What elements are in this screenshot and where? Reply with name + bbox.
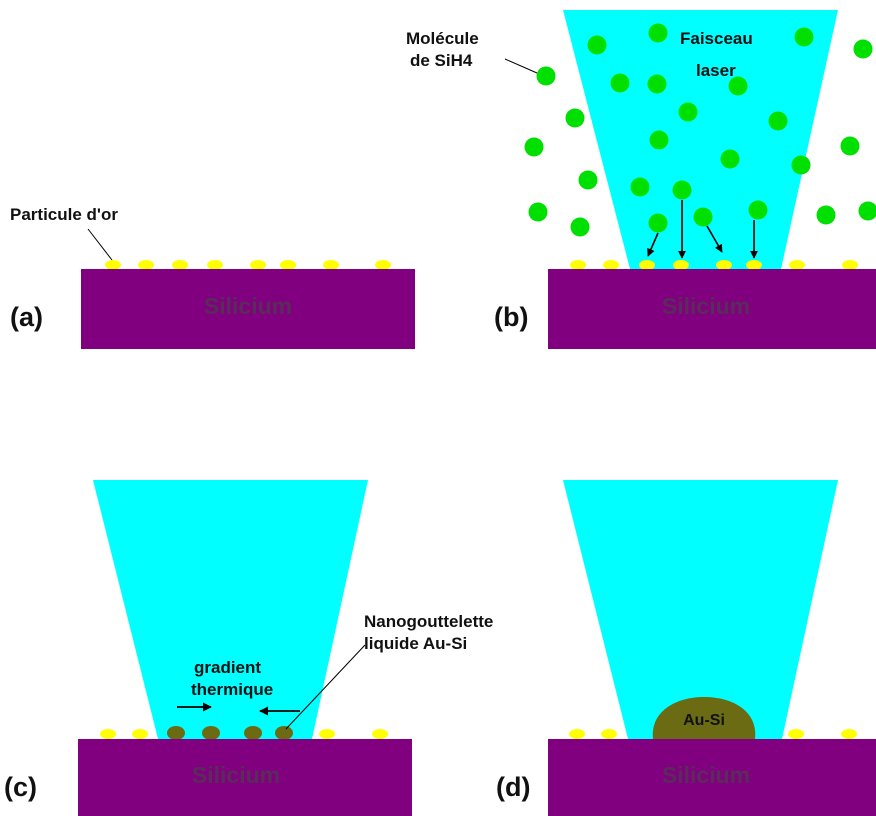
molecule-leader: [504, 58, 538, 74]
molecule-label-line1: Molécule: [406, 29, 479, 48]
laser-label-line1: Faisceau: [680, 29, 753, 48]
liquid-droplets-c: [167, 726, 293, 740]
alloy-droplet: [652, 697, 756, 739]
droplet-label-line2: liquide Au-Si: [364, 634, 467, 653]
laser-beam-b: [563, 10, 838, 269]
silicon-substrate-a: [81, 269, 415, 349]
laser-beam-c: [93, 480, 368, 739]
panel-d: Au-Si Silicium (d): [496, 480, 876, 816]
gold-particles-c: [100, 729, 388, 739]
panel-label-d: (d): [496, 772, 530, 802]
thermal-gradient-arrows: [177, 702, 300, 716]
silicon-substrate-c: [78, 739, 412, 816]
panel-c: Silicium (c) gradient thermique Nanogout…: [4, 480, 493, 816]
laser-label-line2: laser: [696, 61, 736, 80]
panel-a: Silicium (a) Particule d'or: [10, 205, 415, 349]
panel-label-a: (a): [10, 302, 43, 332]
gradient-label-line1: gradient: [194, 658, 261, 677]
panel-b: Silicium (b): [406, 10, 876, 349]
droplet-label-line1: Nanogouttelette: [364, 612, 493, 631]
substrate-label-d: Silicium: [662, 762, 750, 788]
droplet-leader: [285, 644, 366, 730]
panel-label-c: (c): [4, 772, 37, 802]
silicon-substrate-b: [548, 269, 876, 349]
gold-particle-leader: [87, 228, 113, 261]
silicon-substrate-d: [548, 739, 876, 816]
gradient-label-line2: thermique: [191, 680, 273, 699]
substrate-label-c: Silicium: [192, 762, 280, 788]
laser-beam-d: [563, 480, 838, 739]
substrate-label-a: Silicium: [204, 293, 292, 319]
gold-particle-label: Particule d'or: [10, 205, 118, 224]
gold-particles-b: [570, 260, 858, 270]
alloy-label: Au-Si: [683, 712, 725, 729]
substrate-label-b: Silicium: [662, 293, 750, 319]
gold-particles-a: [105, 260, 391, 270]
gold-particles-d: [569, 729, 857, 739]
sih4-molecules: [524, 23, 876, 237]
panel-label-b: (b): [494, 302, 528, 332]
decomposition-arrows: [647, 200, 758, 259]
molecule-label-line2: de SiH4: [410, 51, 473, 70]
